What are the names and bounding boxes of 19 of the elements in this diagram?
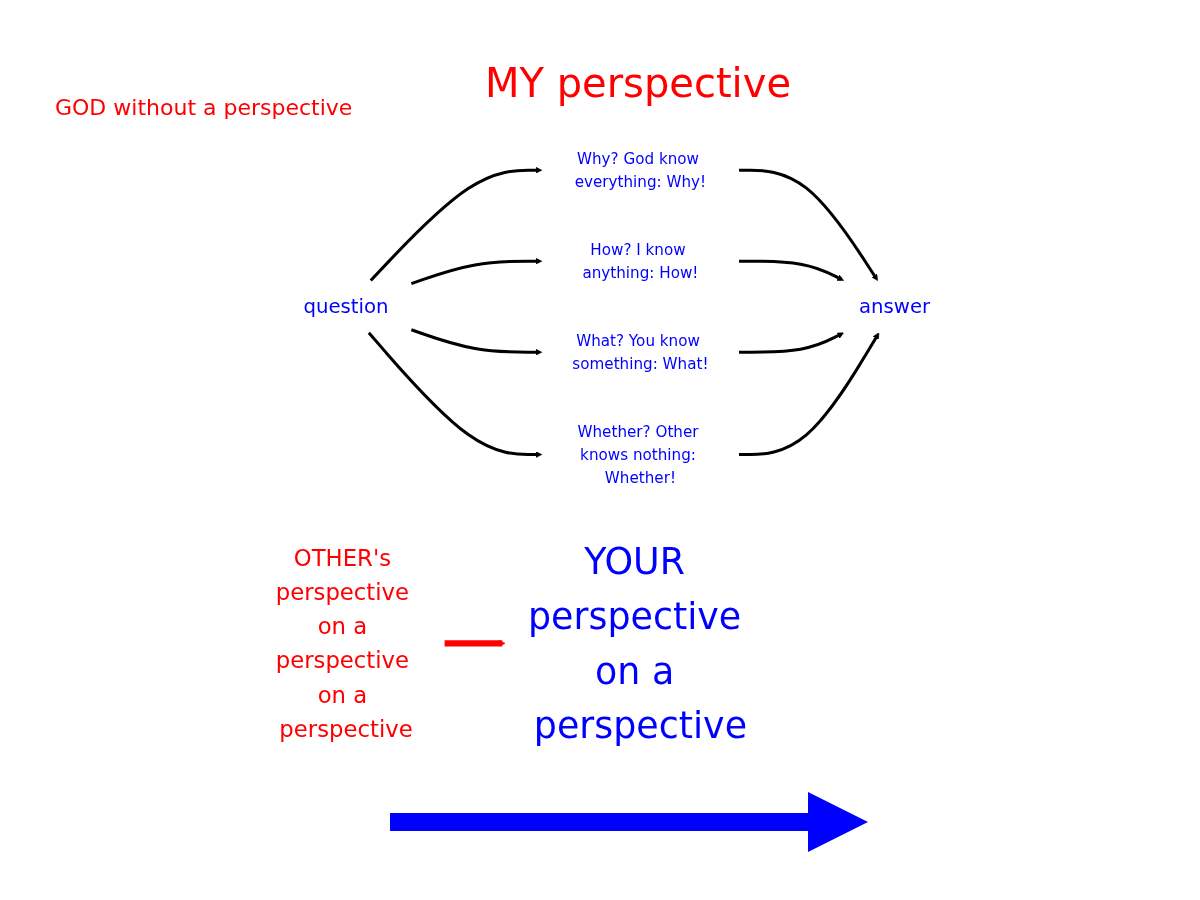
arrow [738,332,879,457]
node-text: answer [858,294,931,318]
arrow [410,328,542,356]
arrow [738,332,844,354]
node-text: OTHER's perspective on a perspective on a perspective [275,544,413,742]
note-label: GOD without a perspective [55,95,353,120]
arrow [444,640,506,647]
arrow [410,257,542,286]
node-text: YOUR perspective on a perspective [527,540,747,747]
arrow [738,168,878,281]
heading-label: MY perspective [485,60,791,106]
node-text: Why? God know everything: Why! [574,149,706,191]
node-text: How? I know anything: How! [582,240,699,282]
arrow [367,331,542,458]
node-text: What? You know something: What! [572,331,709,373]
node-text: question [303,294,389,318]
arrow [369,166,542,282]
arrow [738,259,844,281]
node-text: Whether? Other knows nothing: Whether! [577,422,699,487]
